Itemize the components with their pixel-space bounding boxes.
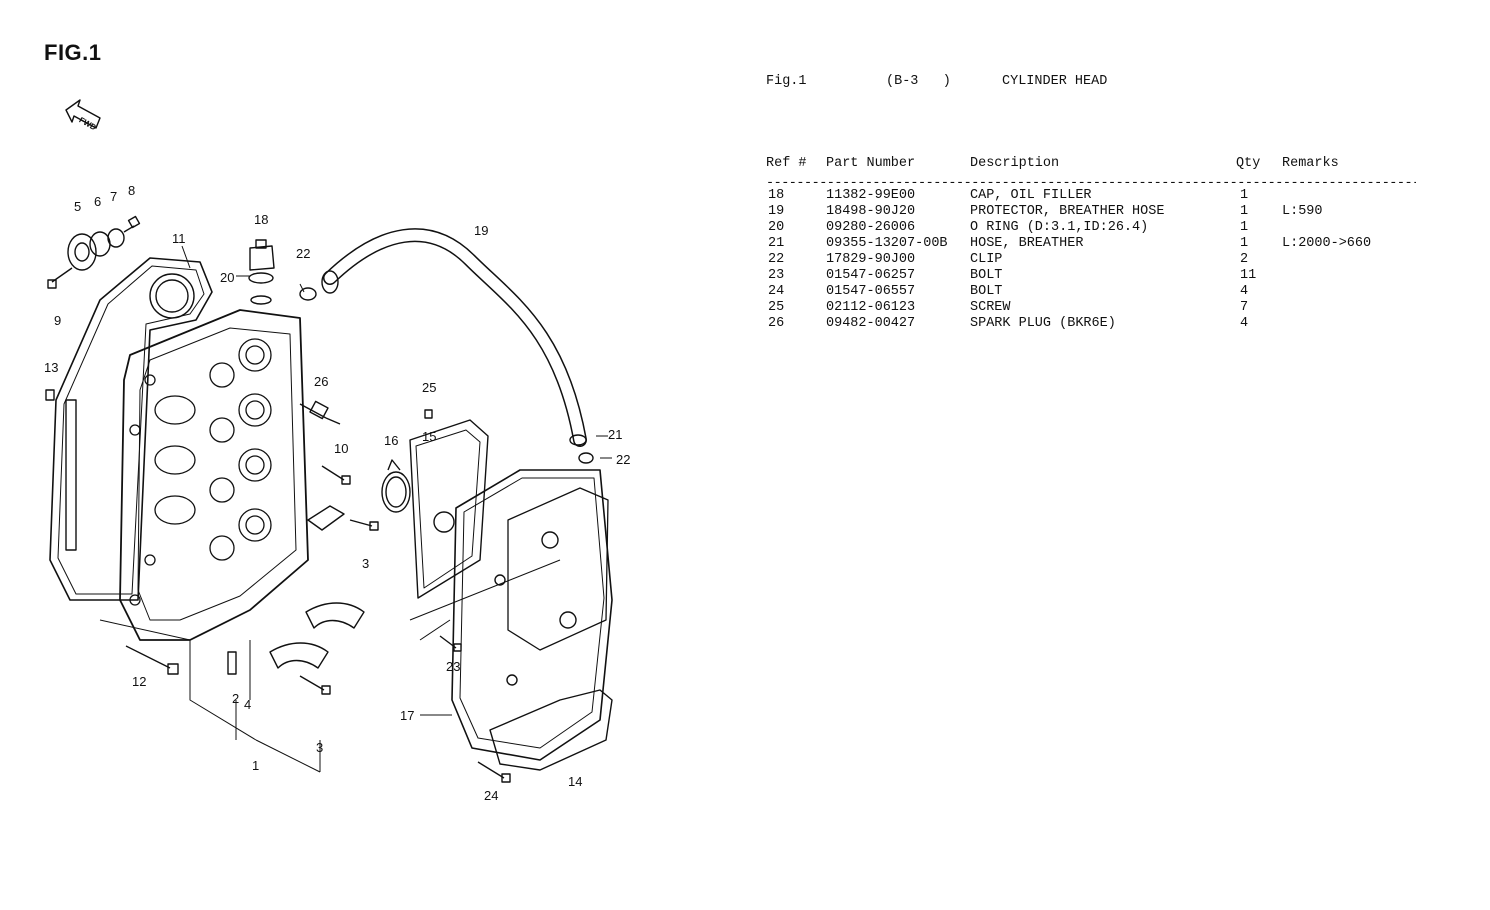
- bracket: [307, 505, 379, 531]
- divider: ----------------------------------------…: [766, 176, 1416, 188]
- exploded-diagram: FWD: [0, 0, 740, 905]
- col-part-number: Part Number: [826, 156, 916, 171]
- hose-clip: [299, 287, 317, 301]
- callout-2: 2: [232, 691, 239, 706]
- bearing-cap: [227, 602, 365, 695]
- callout-16: 16: [384, 433, 398, 448]
- callout-14: 14: [568, 774, 582, 789]
- col-ref: Ref #: [766, 156, 807, 171]
- leader-lines: [99, 245, 612, 773]
- callout-6: 6: [94, 194, 101, 209]
- spark-plug: [299, 400, 341, 425]
- callout-13: 13: [44, 360, 58, 375]
- cover-gasket: [409, 409, 489, 599]
- breather-hose: [321, 228, 594, 464]
- col-description: Description: [970, 156, 1060, 171]
- callout-1: 1: [252, 758, 259, 773]
- thermostat-cover-assembly: [47, 215, 141, 289]
- callout-15: 15: [422, 429, 436, 444]
- col-remarks: Remarks: [1282, 156, 1339, 171]
- callout-7: 7: [110, 189, 117, 204]
- o-ring: [381, 459, 411, 513]
- bolt: [321, 465, 351, 485]
- col-qty: Qty: [1236, 156, 1261, 171]
- bolt: [125, 645, 179, 675]
- callout-8: 8: [128, 183, 135, 198]
- callout-22: 22: [616, 452, 630, 467]
- callout-19: 19: [474, 223, 488, 238]
- callout-11: 11: [172, 231, 186, 246]
- forward-arrow-icon: FWD: [65, 99, 101, 132]
- figure-code: (B-3 ): [886, 74, 951, 89]
- cylinder-head-cover: [451, 469, 613, 771]
- oil-filler-cap: [248, 239, 275, 305]
- callout-22: 22: [296, 246, 310, 261]
- callout-21: 21: [608, 427, 622, 442]
- callout-labels: 1 2 3 3 4 5 6 7 8 9 10 11 12 13 14 15 16…: [44, 183, 630, 803]
- cylinder-head-gasket: [49, 257, 213, 601]
- cylinder-head: [119, 309, 309, 641]
- section-title: CYLINDER HEAD: [1002, 74, 1108, 89]
- parts-header: Fig.1 (B-3 ) CYLINDER HEAD: [766, 74, 1416, 94]
- bolt: [439, 635, 511, 783]
- parts-list: Fig.1 (B-3 ) CYLINDER HEAD Ref # Part Nu…: [766, 74, 1416, 332]
- figure-title: FIG.1: [44, 40, 102, 65]
- dowel-pin: [45, 389, 55, 401]
- callout-20: 20: [220, 270, 234, 285]
- callout-25: 25: [422, 380, 436, 395]
- callout-3: 3: [316, 740, 323, 755]
- callout-17: 17: [400, 708, 414, 723]
- column-headers: Ref # Part Number Description Qty Remark…: [766, 156, 1416, 174]
- callout-18: 18: [254, 212, 268, 227]
- callout-23: 23: [446, 659, 460, 674]
- callout-12: 12: [132, 674, 146, 689]
- callout-9: 9: [54, 313, 61, 328]
- callout-26: 26: [314, 374, 328, 389]
- callout-5: 5: [74, 199, 81, 214]
- callout-10: 10: [334, 441, 348, 456]
- figure-ref: Fig.1: [766, 74, 807, 89]
- callout-3: 3: [362, 556, 369, 571]
- callout-4: 4: [244, 697, 251, 712]
- callout-24: 24: [484, 788, 498, 803]
